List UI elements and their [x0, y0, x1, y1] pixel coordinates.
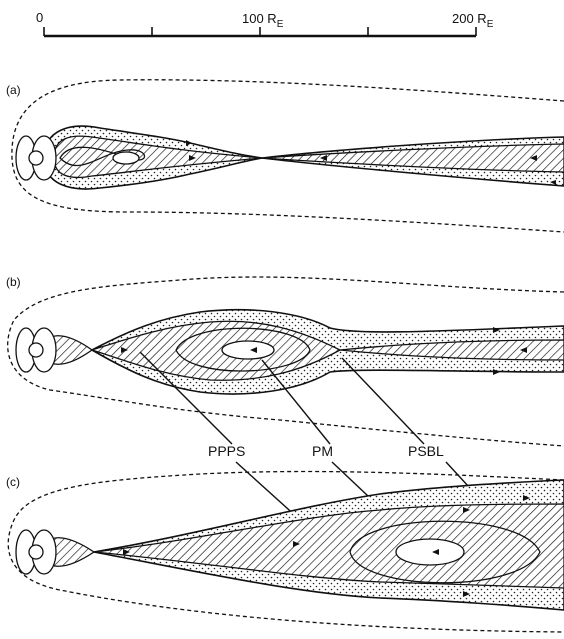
panel-a-plasmoid-core: [113, 152, 139, 164]
label-pm: PM: [312, 443, 333, 459]
panel-c-label: (c): [6, 475, 20, 489]
panel-c-plasma-sheet: [94, 504, 564, 588]
panel-c-plasmoid-core: [396, 539, 464, 565]
panel-c: (c): [6, 472, 564, 632]
scale-label-200-value: 200 R: [452, 11, 487, 26]
label-psbl: PSBL: [408, 443, 444, 459]
panel-a-label: (a): [6, 83, 21, 97]
panel-a: (a): [6, 80, 564, 232]
scale-label-100-sub: E: [277, 19, 284, 30]
scale-bar: 0 100 RE 200 RE: [36, 10, 494, 36]
scale-label-200-sub: E: [487, 19, 494, 30]
scale-label-100-value: 100 R: [242, 11, 277, 26]
scale-label-200: 200 RE: [452, 11, 494, 30]
panel-c-earth: [29, 545, 43, 559]
panel-b: (b): [6, 275, 564, 446]
panel-a-earth: [29, 151, 43, 165]
panel-b-plasmoid-core: [222, 341, 274, 359]
scale-label-0: 0: [36, 10, 43, 25]
label-ppps: PPPS: [208, 443, 245, 459]
panel-b-label: (b): [6, 275, 21, 289]
scale-label-100: 100 RE: [242, 11, 284, 30]
panel-b-earth: [29, 343, 43, 357]
